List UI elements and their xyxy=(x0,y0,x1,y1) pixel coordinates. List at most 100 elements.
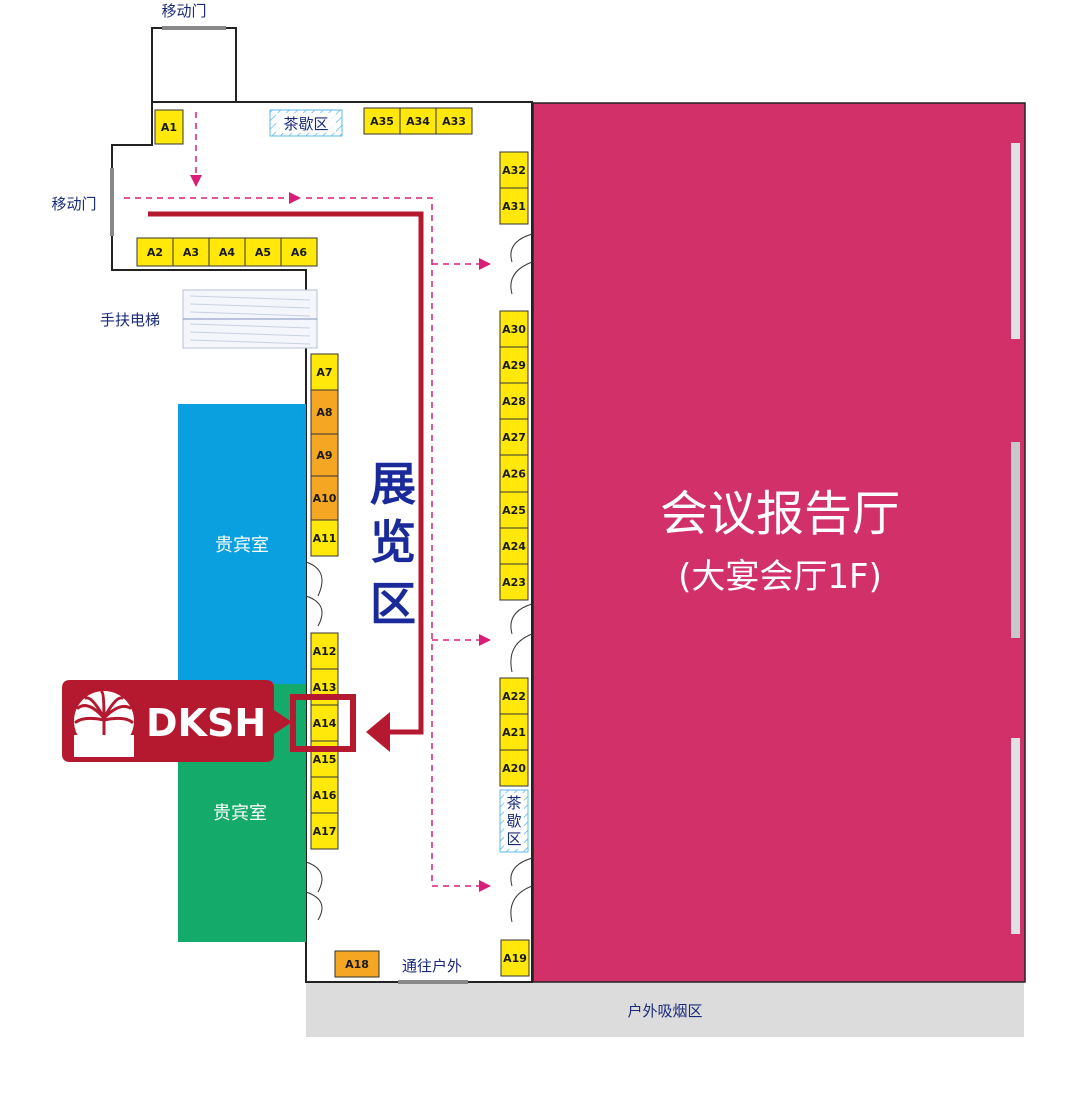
booth-box xyxy=(244,237,282,267)
booth-a19[interactable]: A19 xyxy=(500,939,530,977)
tea-break-side-char-3: 区 xyxy=(506,830,521,848)
smoking-area-label: 户外吸烟区 xyxy=(627,1002,702,1020)
booth-a28[interactable]: A28 xyxy=(499,382,529,420)
booth-a16[interactable]: A16 xyxy=(310,776,339,814)
booth-a29[interactable]: A29 xyxy=(499,346,529,384)
exhibition-area-char-2: 览 xyxy=(370,515,416,569)
hall-wall-panel xyxy=(1011,143,1020,339)
dksh-badge: DKSH xyxy=(62,680,292,762)
booth-label: A4 xyxy=(219,246,236,259)
booth-a9[interactable]: A9 xyxy=(310,433,339,477)
booth-box xyxy=(499,491,529,529)
booth-box xyxy=(310,475,339,521)
booth-a2[interactable]: A2 xyxy=(136,237,174,267)
tea-break-side-char-2: 歇 xyxy=(506,812,521,830)
booth-a27[interactable]: A27 xyxy=(499,418,529,456)
booth-a5[interactable]: A5 xyxy=(244,237,282,267)
booth-a23[interactable]: A23 xyxy=(499,563,529,601)
booth-label: A32 xyxy=(502,164,526,177)
hall-wall-panel xyxy=(1011,442,1020,638)
hall-wall-panel xyxy=(1011,738,1020,934)
booth-label: A9 xyxy=(316,449,332,462)
booth-label: A2 xyxy=(147,246,163,259)
flow-arrows xyxy=(124,112,491,892)
booth-a30[interactable]: A30 xyxy=(499,310,529,348)
tea-break-side-char-1: 茶 xyxy=(506,794,521,812)
route-to-dksh xyxy=(148,211,424,735)
booth-a4[interactable]: A4 xyxy=(208,237,246,267)
booth-label: A5 xyxy=(255,246,271,259)
booth-box xyxy=(310,776,339,814)
booth-a31[interactable]: A31 xyxy=(499,187,529,225)
booth-a6[interactable]: A6 xyxy=(280,237,318,267)
booth-a11[interactable]: A11 xyxy=(310,519,339,557)
booth-box xyxy=(499,677,529,715)
booth-a14[interactable]: A14 xyxy=(310,704,339,742)
hall-title: 会议报告厅 xyxy=(660,486,900,542)
booth-a17[interactable]: A17 xyxy=(310,812,339,850)
booth-label: A11 xyxy=(313,532,337,545)
booth-label: A24 xyxy=(502,540,526,553)
exhibition-area-char-3: 区 xyxy=(370,577,416,631)
booth-a26[interactable]: A26 xyxy=(499,454,529,493)
booth-box xyxy=(310,389,339,435)
booth-label: A15 xyxy=(313,753,337,766)
booth-box xyxy=(399,107,437,135)
to-outdoor-label: 通往户外 xyxy=(402,957,462,975)
booth-a12[interactable]: A12 xyxy=(310,632,339,670)
smoking-area xyxy=(306,982,1024,1037)
sliding-door-left-label: 移动门 xyxy=(51,195,96,213)
sliding-door-top-label: 移动门 xyxy=(161,2,206,20)
booth-label: A3 xyxy=(183,246,199,259)
escalator xyxy=(182,289,318,349)
booth-a20[interactable]: A20 xyxy=(499,749,529,787)
booth-box xyxy=(154,109,184,145)
conference-hall xyxy=(532,102,1026,983)
dksh-logo-icon xyxy=(74,690,134,757)
booth-a35[interactable]: A35 xyxy=(363,107,401,135)
booth-box xyxy=(310,704,339,742)
booth-a24[interactable]: A24 xyxy=(499,527,529,565)
highlight-frame-a14 xyxy=(290,694,356,752)
booth-label: A13 xyxy=(313,681,337,694)
booth-a7[interactable]: A7 xyxy=(310,353,339,391)
booth-a1[interactable]: A1 xyxy=(154,109,184,145)
booth-box xyxy=(499,346,529,384)
tea-break-top-label: 茶歇区 xyxy=(283,115,328,133)
booth-label: A8 xyxy=(316,406,332,419)
booth-a18[interactable]: A18 xyxy=(334,950,380,978)
booth-box xyxy=(499,713,529,751)
hall-subtitle: (大宴会厅1F) xyxy=(678,557,882,597)
booth-a10[interactable]: A10 xyxy=(310,475,339,521)
booth-label: A12 xyxy=(313,645,337,658)
booth-a3[interactable]: A3 xyxy=(172,237,210,267)
booth-box xyxy=(499,310,529,348)
booth-a34[interactable]: A34 xyxy=(399,107,437,135)
booth-a21[interactable]: A21 xyxy=(499,713,529,751)
booth-box xyxy=(500,939,530,977)
booth-label: A27 xyxy=(502,431,526,444)
booth-label: A10 xyxy=(313,492,337,505)
booth-box xyxy=(310,812,339,850)
booth-a8[interactable]: A8 xyxy=(310,389,339,435)
booth-label: A19 xyxy=(503,952,527,965)
booth-label: A17 xyxy=(313,825,337,838)
booth-label: A7 xyxy=(316,366,332,379)
booth-label: A30 xyxy=(502,323,526,336)
booth-box xyxy=(363,107,401,135)
vip-room-bottom-label: 贵宾室 xyxy=(213,803,267,824)
booth-box xyxy=(499,382,529,420)
exhibition-area-char-1: 展 xyxy=(370,457,416,511)
escalator-label: 手扶电梯 xyxy=(100,311,160,329)
booth-a22[interactable]: A22 xyxy=(499,677,529,715)
booth-label: A29 xyxy=(502,359,526,372)
booth-box xyxy=(310,519,339,557)
booth-a33[interactable]: A33 xyxy=(435,107,473,135)
booth-a25[interactable]: A25 xyxy=(499,491,529,529)
booth-a32[interactable]: A32 xyxy=(499,151,529,189)
booth-label: A28 xyxy=(502,395,526,408)
booth-label: A1 xyxy=(161,121,177,134)
booth-box xyxy=(499,151,529,189)
booth-label: A35 xyxy=(370,115,394,128)
booth-label: A23 xyxy=(502,576,526,589)
